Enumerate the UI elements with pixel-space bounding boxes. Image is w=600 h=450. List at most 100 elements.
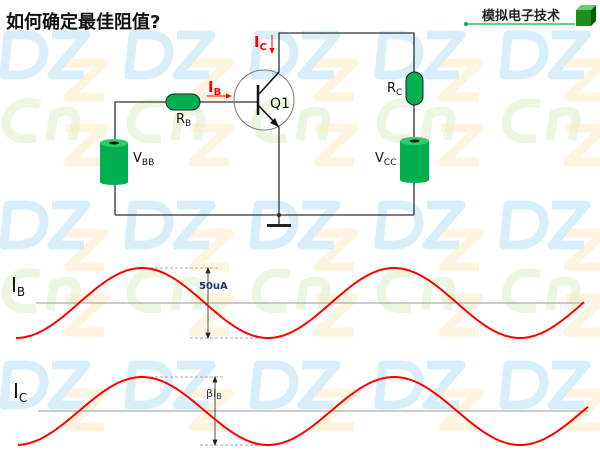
watermark-shape bbox=[563, 123, 600, 167]
watermark-shape bbox=[170, 276, 206, 311]
page-title: 如何确定最佳阻值? bbox=[6, 12, 161, 33]
watermark-shape bbox=[63, 228, 109, 272]
watermark-shape bbox=[313, 228, 359, 272]
watermark-shape bbox=[251, 268, 291, 314]
watermark-shape bbox=[313, 58, 359, 102]
watermark-shape bbox=[499, 30, 549, 80]
watermark-shape bbox=[188, 228, 234, 272]
watermark-shape bbox=[547, 360, 591, 410]
watermark-shape bbox=[172, 360, 216, 410]
cube-icon bbox=[576, 5, 596, 26]
watermark-shape bbox=[297, 200, 341, 250]
watermark-shape bbox=[374, 30, 424, 80]
watermark-shape bbox=[376, 268, 416, 314]
watermark-shape bbox=[188, 58, 234, 102]
watermark-shape bbox=[547, 200, 591, 250]
watermark-shape bbox=[295, 106, 331, 141]
transistor-q1[interactable] bbox=[233, 69, 295, 131]
junction-dot bbox=[276, 212, 282, 218]
watermark-shape bbox=[563, 58, 600, 102]
watermark-shape bbox=[249, 360, 299, 410]
watermark-shape bbox=[563, 293, 600, 337]
watermark-shape bbox=[45, 276, 81, 311]
watermark-shape bbox=[374, 360, 424, 410]
ic-wave-label: IC bbox=[13, 379, 27, 405]
vcc-label: VCC bbox=[375, 151, 396, 168]
ib-label: IB bbox=[208, 78, 221, 98]
watermark-shape bbox=[0, 360, 49, 410]
watermark-shape bbox=[438, 228, 484, 272]
q1-label: Q1 bbox=[270, 96, 290, 112]
ib-amplitude-label: 50uA bbox=[199, 281, 228, 292]
ic-label: IC bbox=[254, 33, 267, 53]
watermark-shape bbox=[438, 58, 484, 102]
watermark-shape bbox=[188, 388, 234, 432]
rc-label: RC bbox=[387, 81, 402, 98]
watermark-shape bbox=[249, 30, 299, 80]
watermark-shape bbox=[545, 106, 581, 141]
watermark-shape bbox=[170, 106, 206, 141]
watermark-shape bbox=[63, 123, 109, 167]
battery-vcc[interactable] bbox=[400, 137, 429, 183]
watermark-shape bbox=[376, 98, 416, 144]
watermark-shape bbox=[563, 388, 600, 432]
watermark bbox=[0, 30, 600, 432]
watermark-shape bbox=[501, 268, 541, 314]
watermark-shape bbox=[124, 200, 174, 250]
amplitude-guides bbox=[145, 267, 265, 446]
watermark-shape bbox=[47, 360, 91, 410]
ic-amplitude-label: βIB bbox=[206, 387, 222, 401]
watermark-shape bbox=[313, 388, 359, 432]
rb-label: RB bbox=[176, 112, 191, 129]
watermark-shape bbox=[545, 276, 581, 311]
watermark-shape bbox=[297, 360, 341, 410]
battery-vbb[interactable] bbox=[100, 139, 128, 185]
watermark-shape bbox=[547, 30, 591, 80]
watermark-shape bbox=[438, 388, 484, 432]
watermark-shape bbox=[374, 200, 424, 250]
watermark-shape bbox=[297, 30, 341, 80]
watermark-shape bbox=[188, 293, 234, 337]
watermark-shape bbox=[1, 98, 41, 144]
ground-symbol bbox=[267, 224, 291, 227]
watermark-shape bbox=[124, 30, 174, 80]
wires bbox=[114, 32, 415, 224]
brand-label: 模拟电子技术 bbox=[482, 9, 561, 24]
watermark-shape bbox=[420, 276, 456, 311]
ic-waveform bbox=[17, 376, 589, 446]
resistor-rc[interactable] bbox=[405, 71, 424, 106]
watermark-shape bbox=[295, 276, 331, 311]
ic-arrow-icon bbox=[269, 35, 275, 54]
vbb-label: VBB bbox=[133, 151, 154, 168]
watermark-shape bbox=[126, 268, 166, 314]
ib-waveform bbox=[16, 267, 585, 339]
watermark-shape bbox=[126, 98, 166, 144]
watermark-shape bbox=[313, 293, 359, 337]
watermark-shape bbox=[47, 30, 91, 80]
watermark-shape bbox=[63, 58, 109, 102]
resistor-rb[interactable] bbox=[165, 93, 201, 111]
watermark-shape bbox=[0, 30, 49, 80]
watermark-shape bbox=[499, 360, 549, 410]
watermark-shape bbox=[47, 200, 91, 250]
watermark-shape bbox=[172, 30, 216, 80]
watermark-shape bbox=[0, 200, 49, 250]
watermark-shape bbox=[422, 30, 466, 80]
watermark-shape bbox=[63, 388, 109, 432]
watermark-shape bbox=[438, 123, 484, 167]
watermark-shape bbox=[172, 200, 216, 250]
ib-wave-label: IB bbox=[11, 273, 25, 299]
watermark-shape bbox=[188, 123, 234, 167]
ib-arrow-icon bbox=[207, 93, 232, 99]
watermark-shape bbox=[499, 200, 549, 250]
watermark-shape bbox=[124, 360, 174, 410]
watermark-shape bbox=[422, 200, 466, 250]
watermark-shape bbox=[422, 360, 466, 410]
watermark-shape bbox=[438, 293, 484, 337]
amplitude-arrows bbox=[205, 266, 218, 447]
watermark-shape bbox=[563, 228, 600, 272]
watermark-shape bbox=[1, 268, 41, 314]
header-dot bbox=[464, 22, 468, 26]
